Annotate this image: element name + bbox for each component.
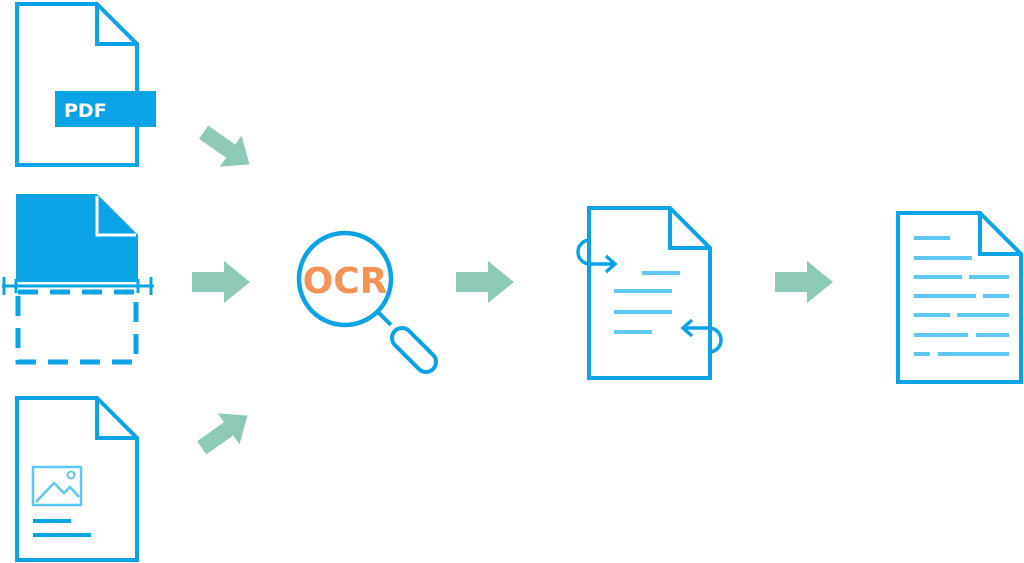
text-line (614, 330, 652, 334)
pdf-document-icon: PDF (15, 2, 156, 167)
arrow-icon (456, 261, 514, 303)
pdf-label-box (55, 91, 156, 127)
text-line (33, 533, 91, 537)
magnifier-icon: OCR (296, 230, 439, 375)
text-line (614, 289, 672, 293)
dashed-scan-area (15, 289, 139, 365)
pdf-label: PDF (64, 100, 107, 122)
converting-document-icon (576, 206, 723, 380)
text-line (33, 519, 71, 523)
text-line (614, 310, 672, 314)
loop-arrow-icon (576, 238, 618, 274)
scanned-document-icon (2, 194, 154, 365)
text-document-icon (896, 211, 1023, 384)
arrow-icon (199, 125, 250, 167)
loop-arrow-icon (680, 318, 723, 354)
arrow-icon (192, 261, 250, 303)
text-line (642, 271, 680, 275)
arrow-icon (197, 413, 248, 455)
text-lines (914, 236, 1009, 356)
arrow-icon (775, 261, 833, 303)
picture-icon (31, 465, 83, 507)
image-document-icon (15, 396, 139, 562)
ocr-label: OCR (303, 261, 388, 302)
